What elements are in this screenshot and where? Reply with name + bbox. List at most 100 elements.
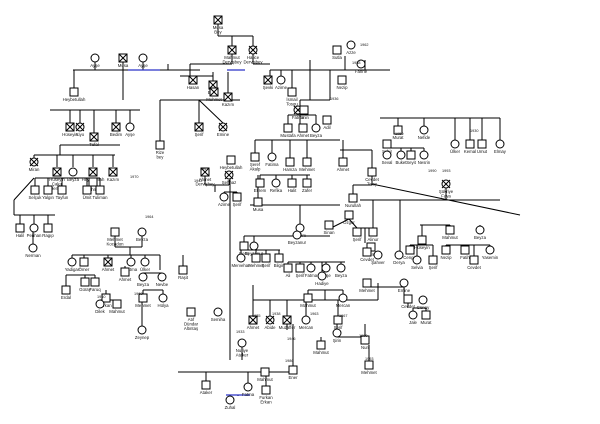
person-mahmut-d[interactable]: Mahmut [300, 293, 317, 308]
person-fatih[interactable]: Fatih [460, 245, 470, 260]
person-cengiz[interactable]: Cengiz [403, 245, 417, 260]
person-zuhal[interactable]: Zuhal [225, 395, 236, 410]
person-ahmet-c[interactable]: Ahmet [102, 257, 115, 272]
person-nuri[interactable]: Nuri [360, 335, 370, 350]
person-emin[interactable]: Emin [299, 105, 310, 120]
person-mehmet-a[interactable]: Mehmet [206, 87, 223, 102]
person-ahmet-a[interactable]: Ahmet [297, 123, 310, 138]
person-ahmet-e[interactable]: Ahmet [247, 315, 260, 330]
person-tufal[interactable]: Tufal [89, 132, 99, 147]
person-kazim2[interactable]: Kazım [107, 167, 120, 182]
person-murat-a[interactable]: Murat [393, 125, 405, 140]
person-ulker[interactable]: Ülker [450, 139, 461, 154]
person-sehnaz[interactable]: Şehnaz [222, 170, 237, 185]
person-adil[interactable]: Adil [322, 115, 332, 130]
person-yasemin[interactable]: Yasemin [482, 245, 499, 260]
person-mehmet-f[interactable]: Mehmet [361, 360, 378, 375]
person-sevki[interactable]: Şevki [263, 75, 274, 90]
person-nevbe[interactable]: Nevbe [156, 272, 169, 287]
person-ali[interactable]: Ali [283, 263, 293, 278]
person-bilgin2[interactable]: Bilgin [274, 253, 285, 268]
person-beyza-d[interactable]: Beyza [136, 227, 149, 242]
person-mahmut-b[interactable]: Mahmut [442, 225, 459, 240]
person-ekrem[interactable]: Ekrem [254, 178, 267, 193]
person-ragip[interactable]: Ragıp [42, 223, 54, 238]
person-zafer[interactable]: Zafer [302, 178, 313, 193]
person-sirin[interactable]: Şirin [332, 328, 342, 343]
person-buket[interactable]: Buket [396, 150, 408, 165]
person-refika[interactable]: Refika [270, 178, 283, 193]
person-halit[interactable]: Halit [287, 178, 297, 193]
person-beyza-c[interactable]: Beyza [474, 225, 487, 240]
person-mehmet-b[interactable]: Mehmet [85, 177, 102, 192]
person-semiha[interactable]: Semiha [211, 307, 226, 322]
person-miran[interactable]: Miran [29, 157, 40, 172]
person-gunay[interactable]: Günay [417, 295, 431, 310]
person-serif-d[interactable]: Şerif [428, 255, 439, 270]
person-perihan[interactable]: Perihan [27, 223, 42, 238]
person-yadigar[interactable]: Yadigar [65, 257, 80, 272]
person-serif-a[interactable]: Şerif [194, 122, 205, 137]
person-fatima[interactable]: Fatima [265, 152, 279, 167]
person-sutla[interactable]: Sutla [332, 45, 343, 60]
person-seyit[interactable]: Seyit [406, 150, 417, 165]
person-heybetullah3[interactable]: Heybetullah [220, 155, 243, 170]
person-halil[interactable]: Halil [15, 223, 25, 238]
person-heybetullah[interactable]: Heybetullah [63, 87, 86, 102]
person-cevdet-b[interactable]: Cevdet [360, 247, 375, 262]
person-kiyo[interactable]: Kiyo [75, 122, 85, 137]
person-mercan2[interactable]: Mercan [299, 315, 314, 330]
person-fatma-d[interactable]: Fatma [242, 382, 255, 397]
person-rasit[interactable]: Raşit [178, 265, 189, 280]
person-erdal[interactable]: Erdal [61, 285, 71, 300]
person-umit[interactable]: Ümit [82, 185, 93, 200]
person-beyzanur[interactable]: Beyzanur [288, 230, 307, 245]
person-mer-b[interactable]: Mehmet [248, 253, 265, 268]
person-alinur[interactable]: Alinur [368, 227, 380, 242]
person-ayse-c[interactable]: Ayşe [125, 122, 135, 137]
person-abide[interactable]: Abide [265, 315, 277, 330]
person-mehmet-c[interactable]: Mehmet [299, 157, 316, 172]
person-genc[interactable]: Genç [239, 241, 250, 256]
person-emine-a[interactable]: Emine [217, 122, 230, 137]
person-cevdet-c[interactable]: Cevdet [467, 255, 482, 270]
person-ulker2[interactable]: Ülker [140, 257, 151, 272]
person-hadiye[interactable]: Hadiye [315, 271, 329, 286]
person-zeynep[interactable]: Zeynep [135, 325, 150, 340]
person-kazim[interactable]: Kazım [222, 92, 235, 107]
person-elmay[interactable]: Elmay [494, 139, 507, 154]
person-nezip2[interactable]: Nezip [441, 245, 453, 260]
person-huseyin2[interactable]: Hüseyin [414, 235, 430, 250]
person-seval[interactable]: Seval [382, 150, 393, 165]
person-yalgin[interactable]: Yalgın [42, 185, 55, 200]
person-derya[interactable]: Derya [393, 250, 405, 265]
person-muzaffer[interactable]: Muzaffer [279, 315, 296, 330]
person-musa-b[interactable]: Musa [253, 197, 264, 212]
person-ozgur[interactable]: Özgür [343, 210, 355, 225]
person-kemal[interactable]: Kemal [464, 139, 476, 154]
person-mustafa[interactable]: Mustafa [280, 123, 296, 138]
person-mer-c[interactable]: Şerif [261, 253, 272, 268]
person-huseyin[interactable]: Hüseyin [62, 122, 78, 137]
person-sinan[interactable]: Sinan [324, 220, 336, 235]
person-selcuk[interactable]: Selçuk [29, 185, 43, 200]
person-mahmut-f[interactable]: Mahmut [257, 367, 274, 382]
person-tuliman[interactable]: Tuliman [92, 185, 108, 200]
person-mehmet-e[interactable]: Mehmet [359, 278, 376, 293]
person-omer[interactable]: Ömer [79, 257, 90, 272]
person-dilek[interactable]: Dilek [95, 299, 106, 314]
person-nesrin[interactable]: Nesrin [418, 150, 431, 165]
person-umut[interactable]: Umut [477, 139, 488, 154]
person-azime2[interactable]: Azime [218, 192, 231, 207]
person-tayfun[interactable]: Tayfun [56, 185, 69, 200]
person-mehmet-d[interactable]: Mehmet [135, 293, 152, 308]
